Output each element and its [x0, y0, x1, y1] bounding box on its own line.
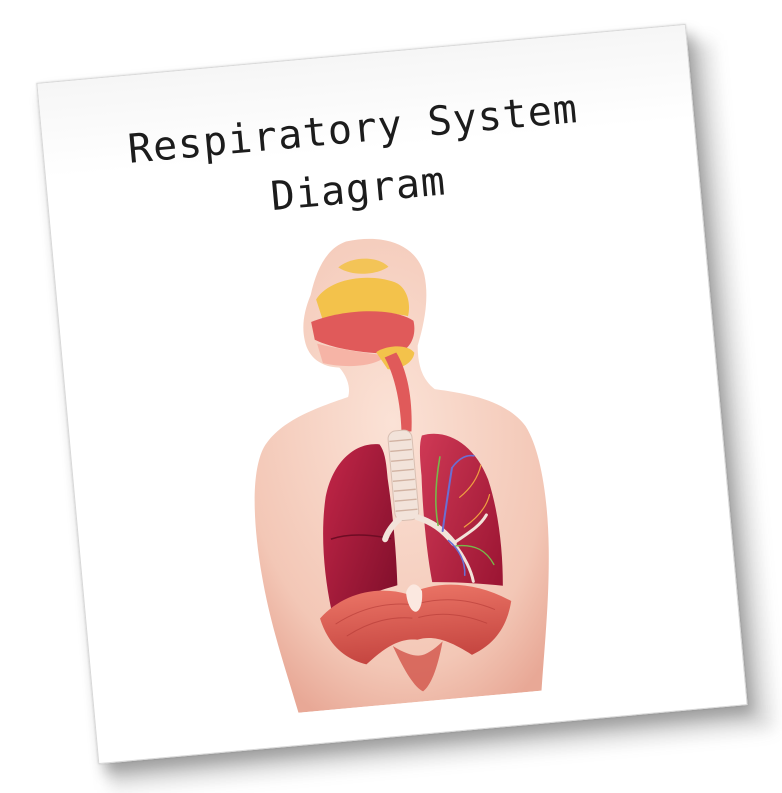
- respiratory-anatomy-illustration: [216, 219, 577, 716]
- paper-card: Respiratory System Diagram: [36, 24, 747, 764]
- page-title: Respiratory System Diagram: [81, 75, 630, 243]
